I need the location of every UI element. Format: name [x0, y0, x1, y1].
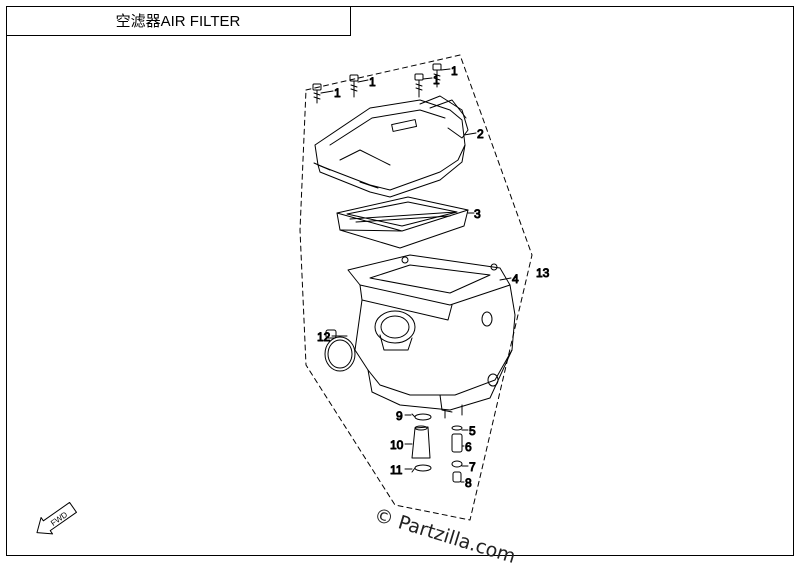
- callout-1b: 1: [369, 75, 376, 89]
- bolt-1c: [414, 73, 424, 98]
- bolt-1b: [349, 74, 359, 98]
- callout-11: 11: [390, 463, 403, 477]
- callout-8: 8: [465, 476, 472, 490]
- callout-7: 7: [469, 460, 476, 474]
- air-filter-cover: [313, 95, 469, 198]
- small-clamp-9: [411, 413, 432, 421]
- title-box: 空滤器AIR FILTER: [6, 6, 351, 36]
- clip-7: [451, 460, 463, 468]
- leader-lines: [320, 68, 512, 483]
- small-clamp-11: [411, 464, 432, 473]
- callout-5: 5: [469, 424, 476, 438]
- assembly-outline: [299, 54, 533, 521]
- callout-10: 10: [390, 438, 404, 452]
- callout-1d: 1: [451, 64, 458, 78]
- air-filter-box: [347, 254, 516, 419]
- bolt-1d: [432, 63, 442, 88]
- bolt-1a: [312, 83, 322, 104]
- hose-6: [451, 433, 463, 453]
- callout-1a: 1: [334, 86, 341, 100]
- callout-4: 4: [512, 272, 519, 286]
- callout-1c: 1: [433, 73, 440, 87]
- plug-8: [452, 471, 462, 483]
- clip-5: [451, 425, 463, 431]
- callout-3: 3: [474, 207, 481, 221]
- diagram-title: 空滤器AIR FILTER: [115, 13, 241, 30]
- drawing-frame: [6, 6, 794, 556]
- filter-element: [336, 196, 469, 249]
- callout-6: 6: [465, 440, 472, 454]
- callout-9: 9: [396, 409, 403, 423]
- hose-clamp: [324, 329, 356, 372]
- callout-13: 13: [536, 266, 550, 280]
- callout-12: 12: [317, 330, 331, 344]
- fwd-arrow-icon: FWD: [36, 501, 77, 535]
- callout-2: 2: [477, 127, 484, 141]
- drain-tube-10: [411, 425, 431, 459]
